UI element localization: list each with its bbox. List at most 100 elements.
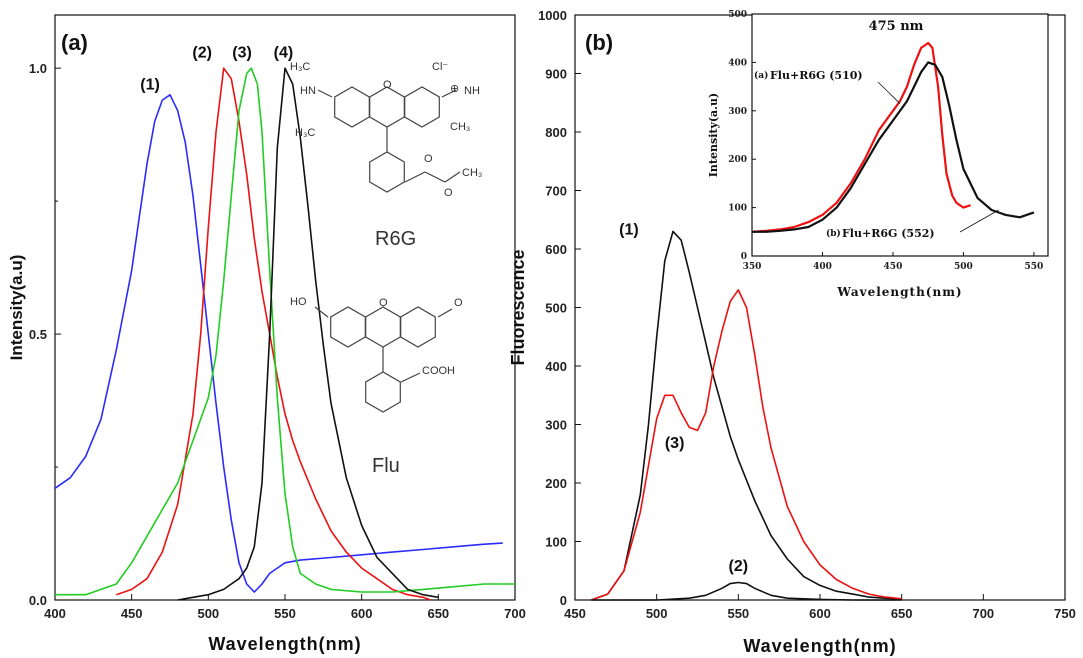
panel-b-xtick-label: 500 <box>646 606 668 621</box>
panel-b-ytick-label: 200 <box>545 476 567 491</box>
panel-b-series-1-label: (1) <box>619 221 639 238</box>
molecule-structures <box>314 86 461 413</box>
panel-b-ytick-label: 400 <box>545 359 567 374</box>
panel-b-series-3-label: (2) <box>729 558 749 575</box>
panel-b-ytick-label: 0 <box>560 593 567 608</box>
flu-cooh-bond <box>400 372 421 383</box>
panel-b-xtick-label: 750 <box>1054 606 1076 621</box>
inset-series-1-pointer <box>877 81 901 104</box>
inset-series-2-line <box>752 61 1035 233</box>
panel-b-series-1-line <box>591 230 902 601</box>
inset-xtick-label: 550 <box>1025 262 1044 272</box>
r6g-atom-h3c: H₃C <box>290 61 310 73</box>
inset-xtick-label: 500 <box>954 262 973 272</box>
inset-frame <box>751 13 1049 257</box>
inset-series-2-pointer <box>959 209 999 233</box>
panel-a-xtick-label: 650 <box>427 606 449 621</box>
r6g-ester-bond <box>444 171 461 183</box>
panel-a-ytick-label: 0.0 <box>29 593 47 608</box>
panel-b-xtick-label: 450 <box>564 606 586 621</box>
panel-b-xtick-label: 550 <box>727 606 749 621</box>
r6g-name: R6G <box>375 228 416 250</box>
panel-b-ytick-label: 1000 <box>538 8 567 23</box>
panel-b-ytick-label: 100 <box>545 535 567 550</box>
inset-series-1-prefix: (a) <box>754 70 768 81</box>
panel-a-xtick-label: 600 <box>351 606 373 621</box>
panel-b-series-2-line <box>591 289 902 601</box>
panel-a-series-1-label: (1) <box>140 76 160 93</box>
inset-xtick-label: 450 <box>884 262 903 272</box>
panel-b-series-2-label: (3) <box>665 435 685 452</box>
flu-atom-o2: O <box>454 297 463 309</box>
inset-series-1-line <box>751 41 971 233</box>
r6g-atom-o: O <box>383 79 392 91</box>
panel-a-series-3-line <box>55 67 515 596</box>
inset-xtick-label: 400 <box>813 262 832 272</box>
flu-ring-phenyl <box>365 371 401 413</box>
panel-a-ylabel: Intensity(a.u) <box>7 255 26 361</box>
inset-xtick-label: 350 <box>743 262 762 272</box>
r6g-ring-left <box>334 86 370 128</box>
panel-a-ytick-label: 0.5 <box>29 327 47 342</box>
r6g-atom-h3c-2: H₃C <box>295 127 315 139</box>
flu-oh-bond <box>314 306 329 318</box>
inset-xlabel: Wavelength(nm) <box>836 285 962 299</box>
flu-atom-ho: HO <box>290 296 307 308</box>
flu-ring-right <box>400 306 436 348</box>
inset-series-1-label: Flu+R6G (510) <box>770 69 863 82</box>
panel-a-label: (a) <box>61 30 88 55</box>
r6g-ester-bond <box>404 171 426 183</box>
r6g-nh-bond <box>441 89 457 98</box>
r6g-atom-ch3-2: CH₃ <box>462 167 482 179</box>
panel-b-ytick-label: 800 <box>545 125 567 140</box>
inset-series-2-prefix: (b) <box>826 228 841 239</box>
r6g-ester-bond <box>424 171 446 183</box>
r6g-atom-o3: O <box>444 187 453 199</box>
flu-o-bond <box>437 308 453 318</box>
panel-b-ytick-label: 600 <box>545 242 567 257</box>
inset-ytick-label: 200 <box>728 155 747 165</box>
inset-ylabel: Intensity(a.u) <box>707 93 720 177</box>
r6g-atom-cl: Cl⁻ <box>432 61 448 73</box>
flu-ring-left <box>330 306 366 348</box>
panel-b-ytick-label: 500 <box>545 301 567 316</box>
panel-b-ytick-label: 900 <box>545 67 567 82</box>
panel-b-ylabel: Fluorescence <box>508 249 528 365</box>
panel-b-xtick-label: 600 <box>809 606 831 621</box>
r6g-ring-right <box>404 86 440 128</box>
inset-ytick-label: 0 <box>741 252 747 262</box>
r6g-atom-hn: HN <box>300 85 316 97</box>
r6g-nh-bond <box>317 89 333 98</box>
panel-b-xtick-label: 650 <box>891 606 913 621</box>
panel-a-xlabel: Wavelength(nm) <box>208 634 361 654</box>
inset-ytick-label: 100 <box>728 204 747 214</box>
inset-ytick-label: 400 <box>728 58 747 68</box>
r6g-atom-nh: NH <box>464 85 480 97</box>
inset-ytick-label: 300 <box>728 107 747 117</box>
panel-a-series-1-line <box>54 94 503 593</box>
panel-a-xtick-label: 500 <box>197 606 219 621</box>
r6g-atom-ch3: CH₃ <box>450 121 470 133</box>
flu-name: Flu <box>372 455 400 477</box>
panel-a-series-3-label: (3) <box>232 45 252 62</box>
inset-series-2-label: Flu+R6G (552) <box>842 227 935 240</box>
panel-a-series-4-label: (4) <box>274 45 294 62</box>
panel-b-label: (b) <box>585 30 613 55</box>
panel-b-series-3-line <box>591 581 902 601</box>
inset-ytick-label: 500 <box>728 10 747 20</box>
r6g-atom-o2: O <box>424 153 433 165</box>
panel-a-xtick-label: 550 <box>274 606 296 621</box>
panel-a-xtick-label: 450 <box>121 606 143 621</box>
panel-a-series-2-line <box>116 67 431 601</box>
panel-a-series-2-label: (2) <box>192 45 212 62</box>
panel-b-xtick-label: 700 <box>972 606 994 621</box>
panel-a-xtick-label: 400 <box>44 606 66 621</box>
flu-atom-cooh: COOH <box>422 365 455 377</box>
panel-b-xlabel: Wavelength(nm) <box>743 636 896 656</box>
r6g-atom-plus: ⊕ <box>450 83 459 95</box>
panel-b-ytick-label: 300 <box>545 418 567 433</box>
flu-ring-center <box>365 306 401 348</box>
panel-b-ytick-label: 700 <box>545 184 567 199</box>
panel-a-series-4-line <box>177 67 439 601</box>
